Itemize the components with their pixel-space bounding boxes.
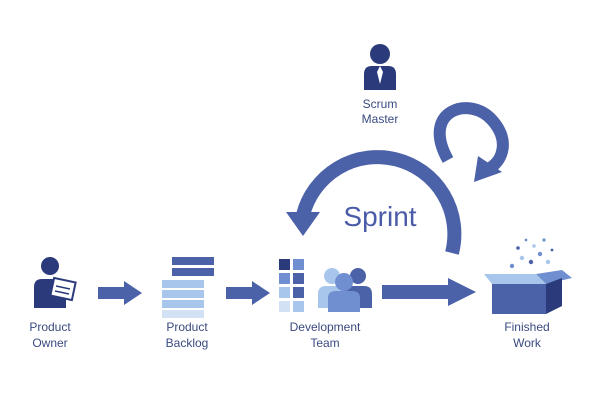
sprint-label: Sprint (343, 201, 416, 232)
finished-work-box-icon (484, 238, 572, 314)
product-backlog-label-line1: Product (166, 320, 208, 334)
finished-work-label-line2: Work (513, 336, 542, 350)
scrum-master-label-line1: Scrum (363, 97, 398, 111)
sprint-cycle-arrow (286, 102, 509, 255)
arrow-backlog-to-team (226, 281, 270, 305)
task-grid-icon (279, 259, 304, 312)
product-owner-label-line2: Owner (32, 336, 67, 350)
arrow-team-to-finished (382, 278, 476, 306)
product-owner-label-line1: Product (29, 320, 71, 334)
scrum-master-label-line2: Master (362, 112, 399, 126)
scrum-master-icon (364, 44, 396, 90)
product-owner-icon (34, 257, 77, 308)
product-backlog-icon (162, 257, 214, 318)
development-team-label-line2: Team (310, 336, 339, 350)
product-backlog-label-line2: Backlog (166, 336, 209, 350)
team-members-icon (318, 268, 372, 312)
development-team-label-line1: Development (290, 320, 361, 334)
finished-work-label-line1: Finished (504, 320, 549, 334)
arrow-owner-to-backlog (98, 281, 142, 305)
